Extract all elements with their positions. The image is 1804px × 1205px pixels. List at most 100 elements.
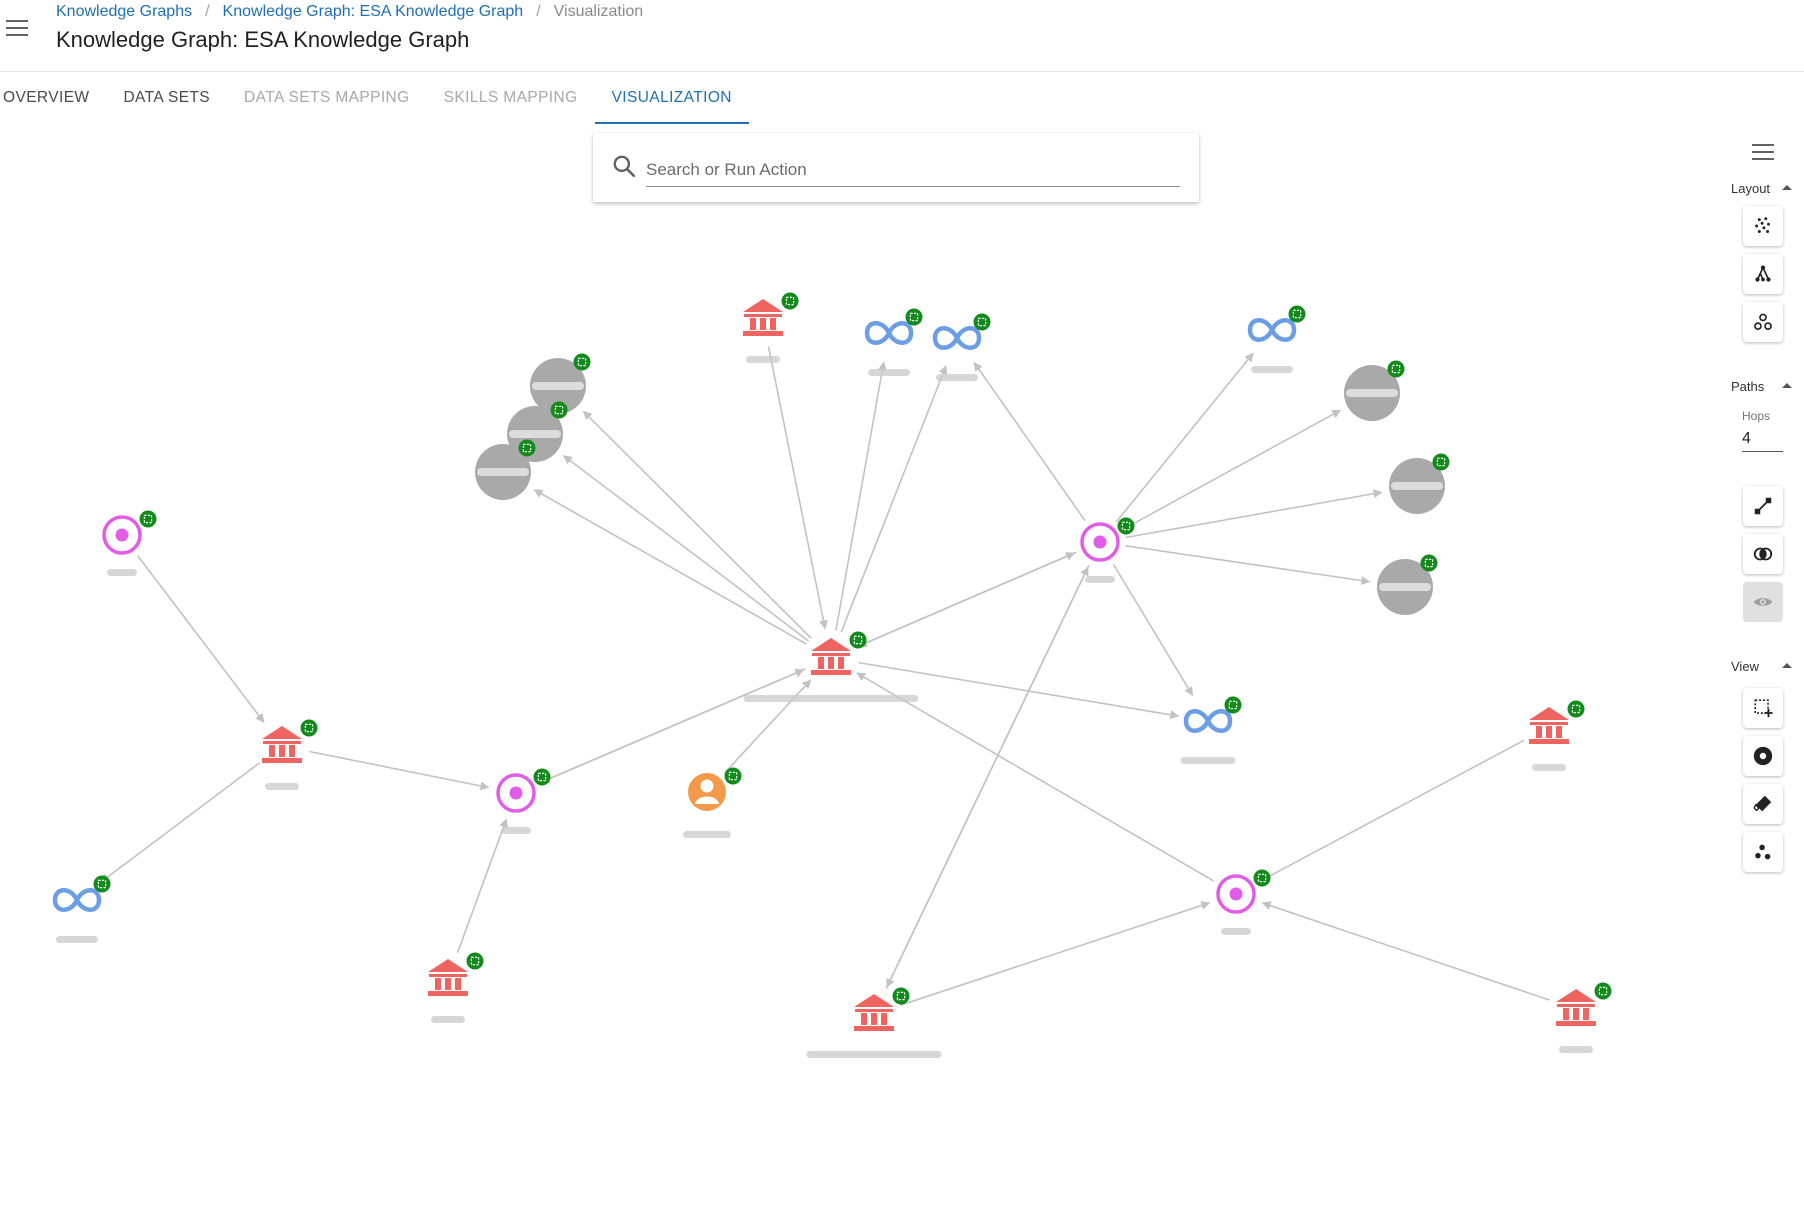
- graph-node-entity[interactable]: [1344, 360, 1405, 422]
- graph-edge: [1261, 901, 1550, 1001]
- graph-node-organization[interactable]: [743, 292, 799, 364]
- mission-infinity-icon: [932, 326, 982, 350]
- node-label-redacted: [509, 430, 561, 438]
- node-label-redacted: [936, 374, 978, 381]
- node-label-redacted: [265, 783, 299, 790]
- expand-badge-icon[interactable]: [466, 952, 484, 970]
- scatter-layout-button[interactable]: [1743, 206, 1783, 246]
- node-label-redacted: [806, 1051, 942, 1058]
- graph-edge: [857, 551, 1077, 648]
- hamburger-menu-icon[interactable]: [6, 20, 28, 38]
- graph-node-entity[interactable]: [530, 353, 591, 415]
- expand-badge-icon[interactable]: [892, 987, 910, 1005]
- graph-node-entity[interactable]: [1377, 554, 1438, 616]
- expand-badge-icon[interactable]: [1420, 554, 1438, 572]
- panel-menu-icon[interactable]: [1752, 144, 1774, 160]
- breadcrumb: Knowledge Graphs/Knowledge Graph: ESA Kn…: [56, 3, 644, 20]
- tab-overview[interactable]: OVERVIEW: [3, 89, 90, 106]
- graph-node-organization[interactable]: [262, 719, 318, 791]
- expand-badge-icon[interactable]: [1117, 517, 1135, 535]
- graph-edge: [100, 762, 261, 883]
- breadcrumb-esa-knowledge-graph[interactable]: Knowledge Graph: ESA Knowledge Graph: [222, 3, 524, 20]
- tab-data-sets[interactable]: DATA SETS: [123, 89, 211, 106]
- program-target-icon: [102, 515, 142, 555]
- node-label-redacted: [56, 936, 98, 943]
- graph-node-program[interactable]: [496, 768, 551, 835]
- node-label-redacted: [746, 356, 780, 363]
- graph-node-entity[interactable]: [1389, 453, 1450, 515]
- focus-button[interactable]: [1743, 736, 1783, 776]
- expand-badge-icon[interactable]: [533, 768, 551, 786]
- expand-badge-icon[interactable]: [139, 510, 157, 528]
- tab-visualization[interactable]: VISUALIZATION: [594, 72, 749, 124]
- expand-badge-icon[interactable]: [724, 767, 742, 785]
- expand-badge-icon[interactable]: [973, 313, 991, 331]
- graph-canvas[interactable]: [0, 124, 1700, 1104]
- node-label-redacted: [1085, 576, 1115, 583]
- page-title: Knowledge Graph: ESA Knowledge Graph: [56, 27, 470, 52]
- view-collapse-icon[interactable]: [1782, 663, 1792, 668]
- hops-input[interactable]: [1742, 426, 1783, 452]
- expand-badge-icon[interactable]: [93, 875, 111, 893]
- expand-badge-icon[interactable]: [1288, 305, 1306, 323]
- tab-bar: OVERVIEW DATA SETS DATA SETS MAPPING SKI…: [0, 72, 749, 124]
- organization-building-icon: [428, 959, 468, 996]
- graph-node-person[interactable]: [683, 767, 742, 839]
- expand-badge-icon[interactable]: [1224, 696, 1242, 714]
- expand-badge-icon[interactable]: [849, 631, 867, 649]
- expand-badge-icon[interactable]: [300, 719, 318, 737]
- graph-node-mission[interactable]: [932, 313, 991, 382]
- expand-badge-icon[interactable]: [1387, 360, 1405, 378]
- graph-node-organization[interactable]: [743, 631, 919, 703]
- graph-node-organization[interactable]: [1556, 982, 1612, 1054]
- expand-badge-icon[interactable]: [550, 401, 568, 419]
- layout-collapse-icon[interactable]: [1782, 185, 1792, 190]
- node-label-redacted: [532, 382, 584, 390]
- graph-edge: [973, 361, 1086, 522]
- graph-node-mission[interactable]: [1180, 696, 1242, 765]
- search-input[interactable]: [646, 153, 1180, 187]
- node-label-redacted: [1251, 366, 1293, 373]
- graph-node-program[interactable]: [1216, 869, 1271, 936]
- tree-layout-button[interactable]: [1743, 254, 1783, 294]
- graph-edge: [582, 410, 812, 639]
- graph-node-organization[interactable]: [1529, 700, 1585, 772]
- select-area-button[interactable]: [1743, 688, 1783, 728]
- expand-badge-icon[interactable]: [905, 308, 923, 326]
- expand-badge-icon[interactable]: [573, 353, 591, 371]
- graph-node-mission[interactable]: [864, 308, 923, 377]
- scatter-layout-icon: [1755, 217, 1770, 233]
- expand-badge-icon[interactable]: [1253, 869, 1271, 887]
- group-button[interactable]: [1743, 832, 1783, 872]
- breadcrumb-knowledge-graphs[interactable]: Knowledge Graphs: [56, 3, 193, 20]
- path-button[interactable]: [1743, 486, 1783, 526]
- graph-node-organization[interactable]: [428, 952, 484, 1024]
- organization-building-icon: [1529, 707, 1569, 744]
- graph-edge: [840, 365, 948, 633]
- graph-node-mission[interactable]: [1247, 305, 1306, 374]
- paths-section-label: Paths: [1731, 379, 1765, 394]
- program-target-icon: [1080, 522, 1120, 562]
- node-label-redacted: [1221, 928, 1251, 935]
- paths-collapse-icon[interactable]: [1782, 383, 1792, 388]
- graph-edge: [456, 818, 508, 953]
- graph-node-entity[interactable]: [475, 439, 536, 501]
- cluster-layout-button[interactable]: [1743, 302, 1783, 342]
- expand-badge-icon[interactable]: [518, 439, 536, 457]
- expand-badge-icon[interactable]: [781, 292, 799, 310]
- eraser-button[interactable]: [1743, 784, 1783, 824]
- graph-node-organization[interactable]: [806, 987, 942, 1059]
- graph-node-program[interactable]: [102, 510, 157, 577]
- expand-badge-icon[interactable]: [1567, 700, 1585, 718]
- view-section-label: View: [1731, 659, 1759, 674]
- graph-edge: [1125, 489, 1383, 539]
- graph-edge: [856, 672, 1214, 882]
- overlap-button[interactable]: [1743, 534, 1783, 574]
- graph-node-mission[interactable]: [52, 875, 111, 944]
- tab-skills-mapping: SKILLS MAPPING: [443, 89, 578, 106]
- graph-node-program[interactable]: [1080, 517, 1135, 584]
- expand-badge-icon[interactable]: [1594, 982, 1612, 1000]
- expand-badge-icon[interactable]: [1432, 453, 1450, 471]
- search-icon: [613, 155, 636, 178]
- search-card: [593, 133, 1199, 202]
